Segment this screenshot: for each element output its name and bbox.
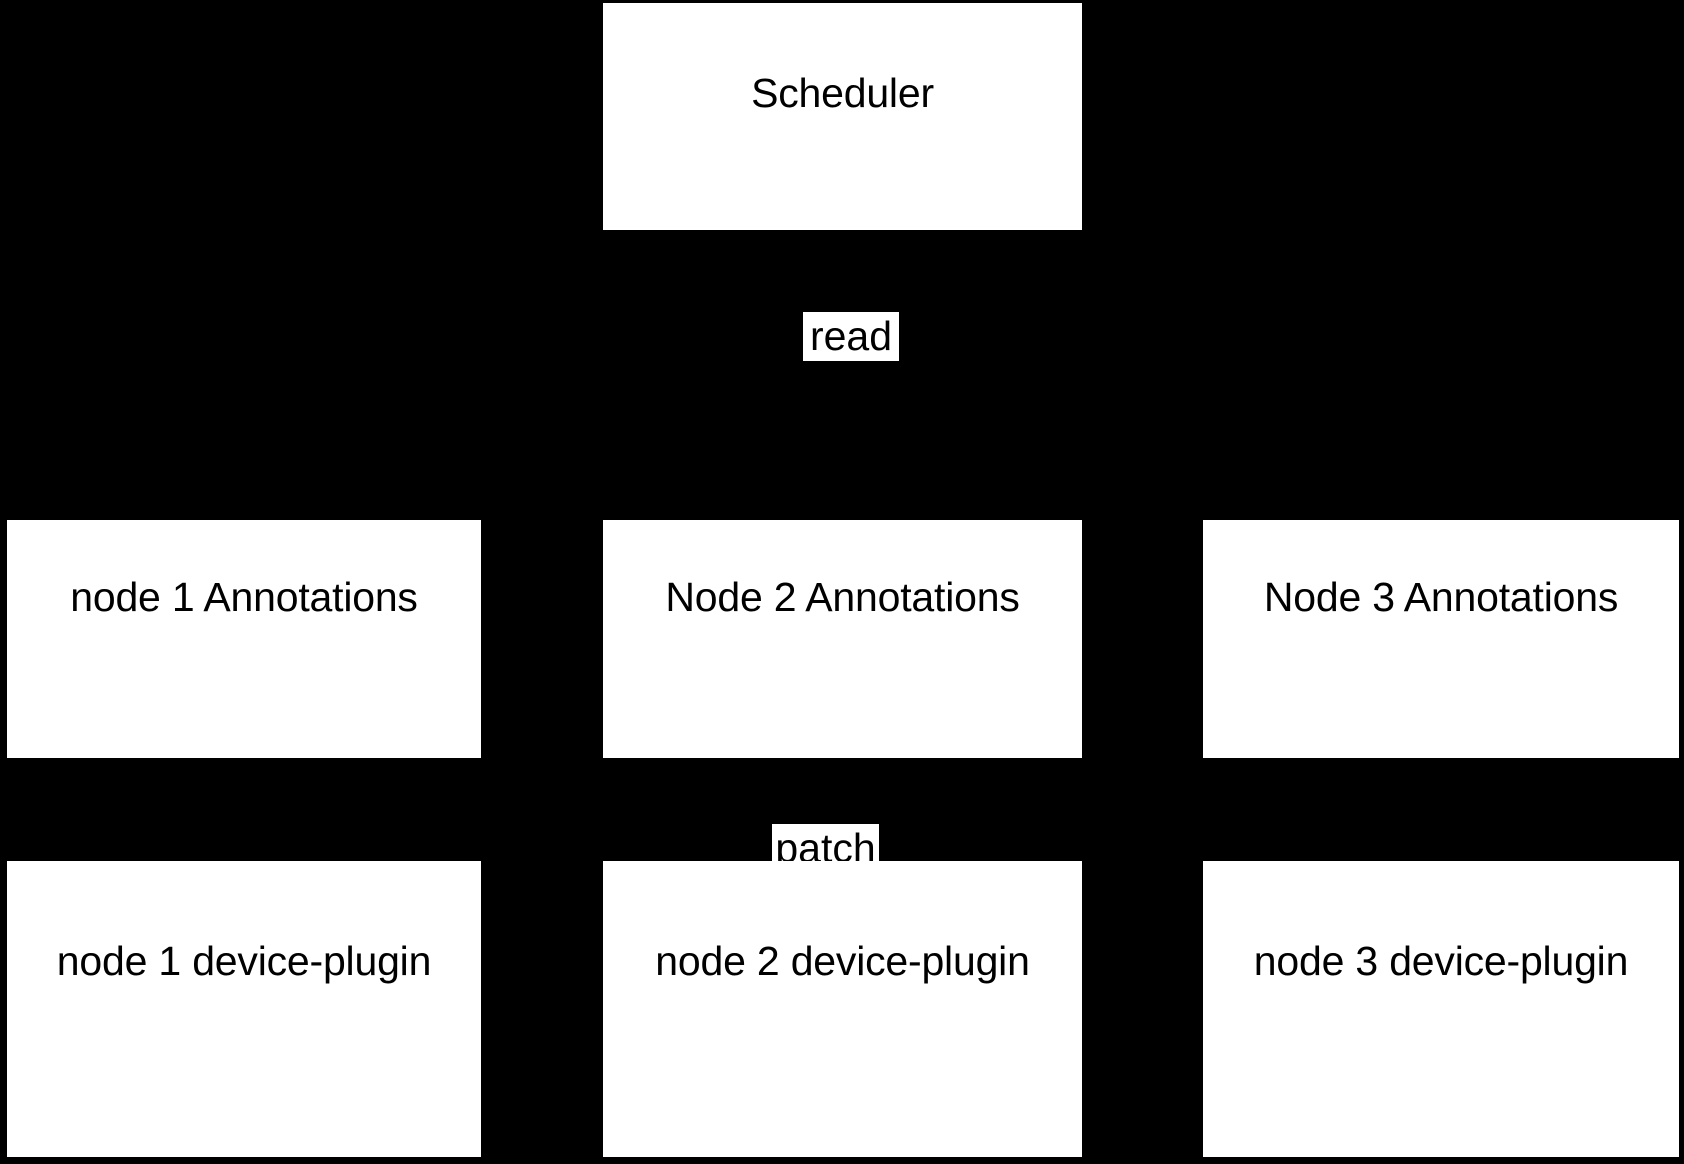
node-1-annotations-label: node 1 Annotations: [70, 574, 418, 620]
scheduler-label: Scheduler: [751, 70, 934, 116]
node-2-annotations-label: Node 2 Annotations: [665, 574, 1020, 620]
node-3-annotations-label: Node 3 Annotations: [1263, 574, 1619, 620]
node-2-annotations-box: Node 2 Annotations: [603, 520, 1082, 758]
node-2-device-plugin-label: node 2 device-plugin: [655, 938, 1030, 984]
scheduler-box: Scheduler: [603, 3, 1082, 230]
node-1-annotations-box: node 1 Annotations: [7, 520, 481, 758]
node-1-device-plugin-label: node 1 device-plugin: [56, 938, 432, 984]
node-3-device-plugin-label: node 3 device-plugin: [1253, 938, 1629, 984]
node-2-device-plugin-box: node 2 device-plugin: [603, 861, 1082, 1157]
node-3-annotations-box: Node 3 Annotations: [1203, 520, 1679, 758]
node-1-device-plugin-box: node 1 device-plugin: [7, 861, 481, 1157]
node-3-device-plugin-box: node 3 device-plugin: [1203, 861, 1679, 1157]
edge-label-read: read: [803, 312, 899, 361]
edge-label-read-text: read: [809, 313, 893, 359]
